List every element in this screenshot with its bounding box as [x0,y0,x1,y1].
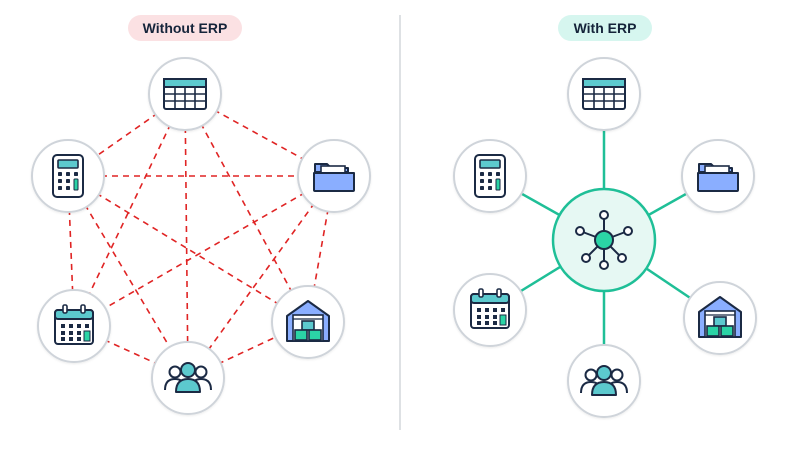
team-icon [580,365,628,396]
left-node-calendar [37,289,111,363]
folder-icon [697,163,739,192]
right-node-team [567,344,641,418]
left-node-warehouse [271,285,345,359]
right-node-table [567,57,641,131]
with-erp-label: With ERP [558,15,652,41]
right-node-warehouse [683,281,757,355]
left-node-folder [297,139,371,213]
table-icon [163,78,207,110]
calendar-icon [54,304,94,345]
network-hub-icon [575,210,633,270]
calculator-icon [52,154,84,198]
right-node-calculator [453,139,527,213]
calendar-icon [470,288,510,329]
folder-icon [313,163,355,192]
left-node-team [151,341,225,415]
calculator-icon [474,154,506,198]
table-icon [582,78,626,110]
without-erp-label: Without ERP [128,15,242,41]
left-node-calculator [31,139,105,213]
left-node-table [148,57,222,131]
right-node-folder [681,139,755,213]
right-node-calendar [453,273,527,347]
team-icon [164,362,212,393]
erp-hub [551,187,657,293]
